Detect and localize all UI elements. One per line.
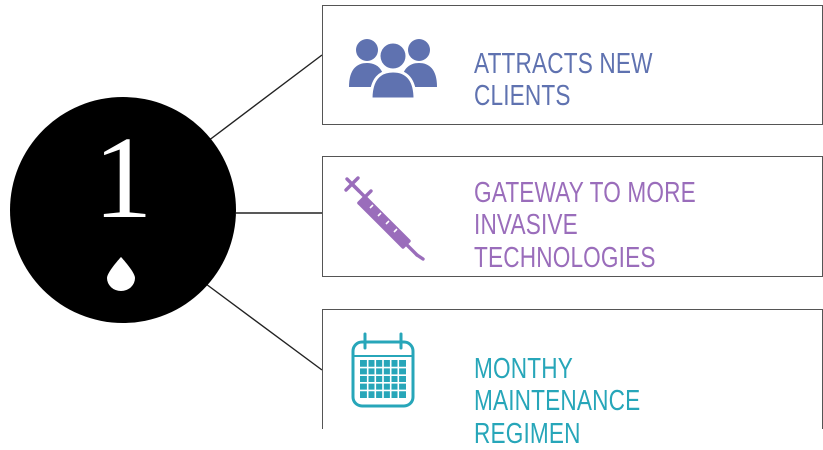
people-group-icon	[349, 39, 437, 99]
connector-line-1	[207, 54, 323, 142]
syringe-icon	[344, 176, 425, 261]
connector-line-3	[205, 283, 323, 371]
calendar-icon	[351, 332, 415, 408]
benefit-card-1: ATTRACTS NEW CLIENTS	[322, 5, 823, 125]
step-number: 1	[93, 112, 153, 243]
connector-lines	[205, 54, 323, 371]
droplet-icon	[107, 257, 135, 291]
step-number-badge: 1	[10, 97, 236, 323]
benefit-label-3: MONTHY MAINTENANCE REGIMEN	[474, 353, 641, 450]
benefit-card-3: MONTHY MAINTENANCE REGIMEN	[322, 309, 823, 450]
benefit-label-2: GATEWAY TO MORE INVASIVE TECHNOLOGIES	[474, 177, 696, 274]
benefit-card-2: GATEWAY TO MORE INVASIVE TECHNOLOGIES	[322, 156, 823, 277]
benefit-label-1: ATTRACTS NEW CLIENTS	[474, 48, 653, 113]
